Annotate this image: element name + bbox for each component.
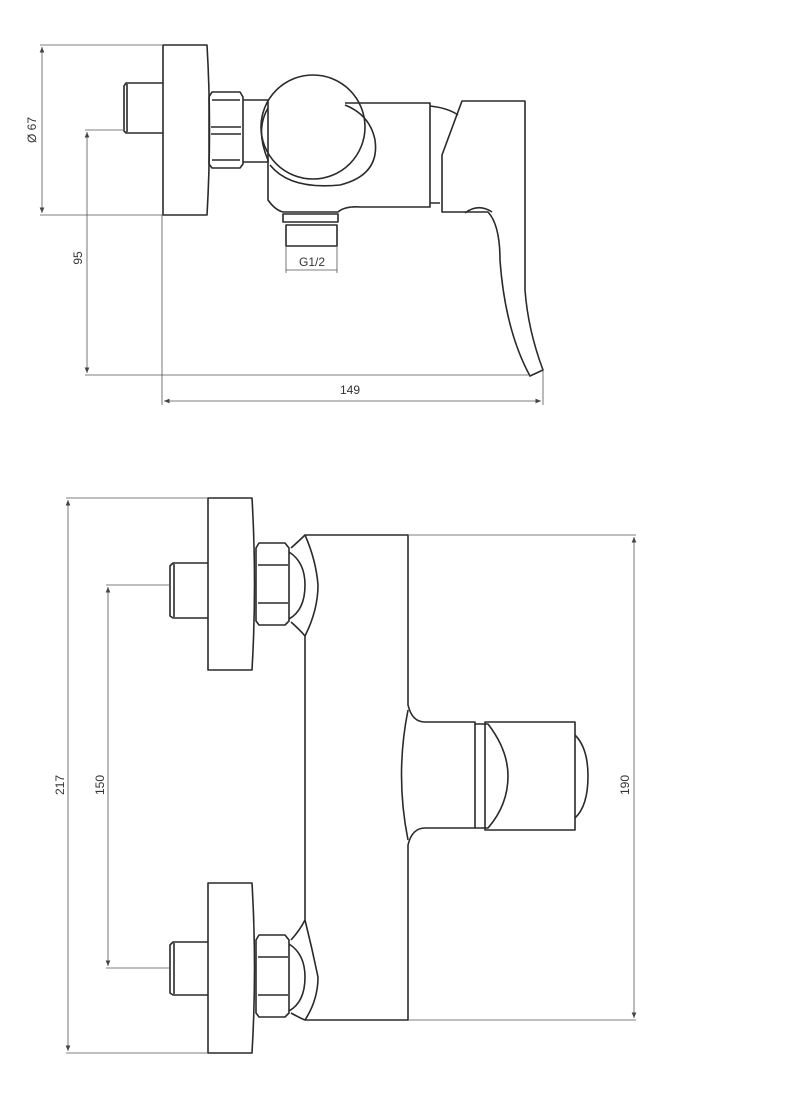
diameter-label: Ø 67: [25, 117, 39, 143]
upper-connection: [169, 497, 306, 671]
lower-connection: [169, 882, 306, 1054]
thread-label: G1/2: [299, 255, 325, 269]
dimension-height: 95: [71, 129, 530, 376]
front-view: 217 150 190: [53, 497, 637, 1054]
dimension-diameter: Ø 67: [25, 44, 162, 216]
dimension-thread: G1/2: [285, 246, 338, 273]
lever-handle: [441, 100, 544, 377]
inlet-pipe: [123, 82, 163, 134]
side-view: Ø 67 95 G1/2 149: [25, 44, 544, 405]
total-height-label: 217: [53, 775, 67, 795]
dimension-body-height: 190: [408, 534, 637, 1021]
hex-nut: [208, 91, 244, 169]
mixer-body: [304, 534, 476, 1021]
valve-body: [260, 74, 459, 213]
spacing-label: 150: [93, 775, 107, 795]
dimension-spacing: 150: [93, 584, 170, 969]
dimension-total-height: 217: [53, 497, 208, 1054]
depth-label: 149: [340, 383, 360, 397]
escutcheon: [162, 44, 211, 216]
body-height-label: 190: [618, 775, 632, 795]
dimension-depth: 149: [161, 215, 544, 405]
connector: [243, 99, 269, 163]
height-label: 95: [71, 251, 85, 265]
outlet-thread: [282, 213, 339, 247]
thermostat-knob: [475, 721, 589, 831]
